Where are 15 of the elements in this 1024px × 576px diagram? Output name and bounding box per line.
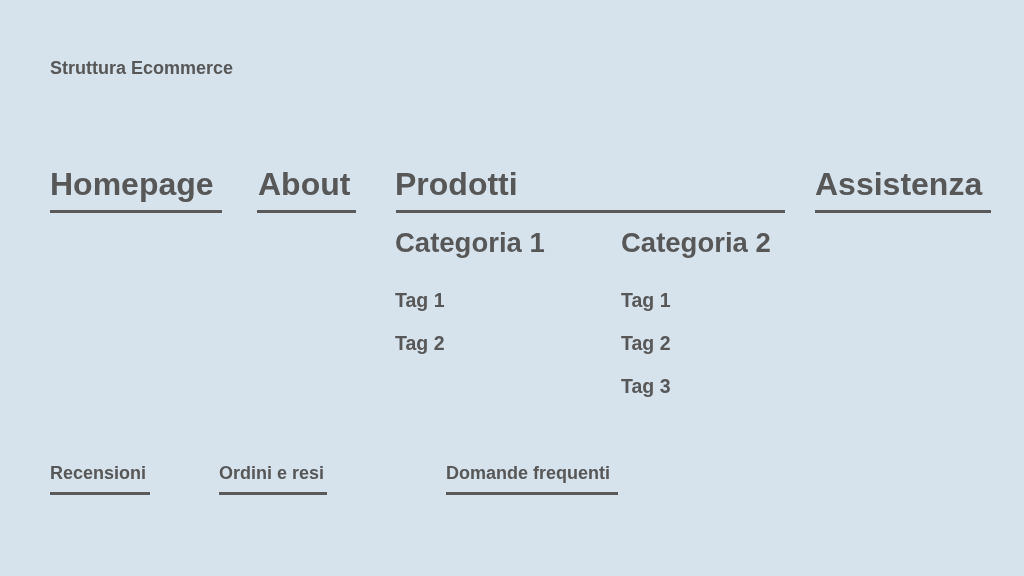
nav-heading: Homepage bbox=[50, 167, 214, 200]
category-heading: Categoria 1 bbox=[395, 228, 545, 257]
nav-heading: Assistenza bbox=[815, 167, 983, 200]
tag-text: Tag 2 bbox=[621, 334, 671, 354]
subpage-text: Recensioni bbox=[50, 463, 147, 482]
subpage-text: Domande frequenti bbox=[446, 463, 610, 482]
tag-text: Tag 3 bbox=[621, 377, 671, 397]
nav-heading: Prodotti bbox=[395, 167, 518, 200]
category-heading: Categoria 2 bbox=[621, 228, 771, 257]
tag-text: Tag 1 bbox=[395, 291, 445, 311]
subpage-text: Ordini e resi bbox=[219, 463, 325, 482]
tag-text: Tag 2 bbox=[395, 334, 445, 354]
nav-heading: About bbox=[258, 167, 351, 200]
page-title: Struttura Ecommerce bbox=[50, 58, 234, 77]
tag-text: Tag 1 bbox=[621, 291, 671, 311]
